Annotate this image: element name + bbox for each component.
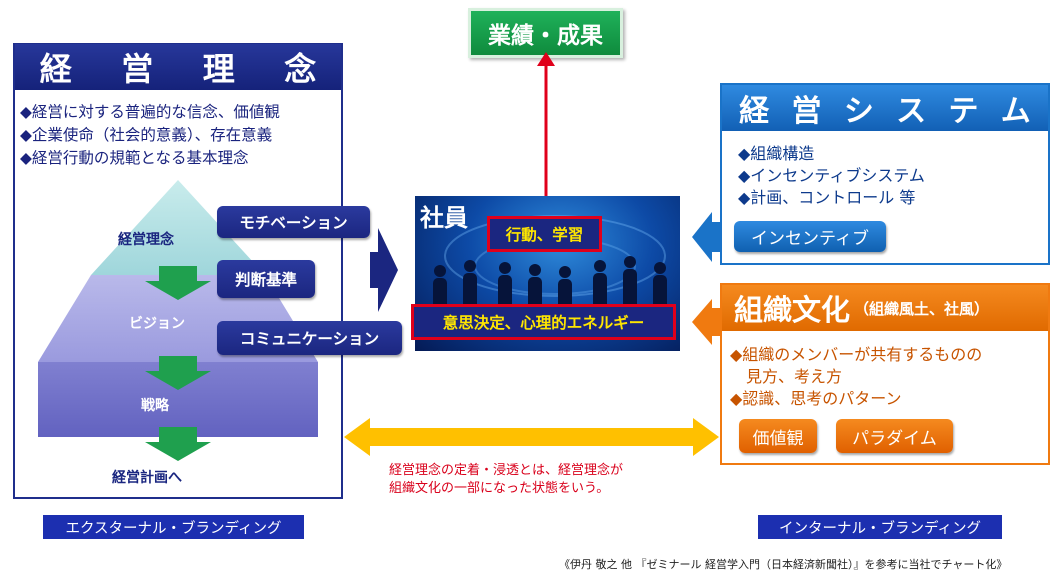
down-arrow-icon [145, 427, 211, 461]
decision-energy-box: 意思決定、心理的エネルギー [411, 304, 676, 340]
values-pill: 価値観 [739, 419, 817, 453]
title-char: ム [1000, 94, 1031, 129]
pyramid-level-strategy: 戦略 [141, 398, 169, 414]
external-branding-label: エクスターナル・ブランディング [43, 515, 304, 539]
pyramid-top [91, 180, 265, 275]
culture-bullet: ◆認識、思考のパターン [730, 389, 902, 408]
pyramid-level-philosophy: 経営理念 [118, 232, 174, 248]
note-line: 組織文化の一部になった状態をいう。 [389, 481, 610, 496]
culture-bullet: ◆組織のメンバーが共有するものの [730, 345, 983, 364]
note-line: 経営理念の定着・浸透とは、経営理念が [389, 463, 624, 478]
title-char: テ [948, 94, 979, 129]
results-box: 業績・成果 [468, 8, 623, 58]
paradigm-pill: パラダイム [836, 419, 953, 453]
action-learning-box: 行動、学習 [487, 216, 602, 252]
culture-title: 組織文化 （組織風土、社風） [722, 285, 1048, 331]
system-bullet: ◆組織構造 [738, 144, 815, 163]
philosophy-bullet: ◆経営行動の規範となる基本理念 [20, 149, 249, 167]
title-char: 理 [202, 50, 235, 88]
philosophy-bullet: ◆経営に対する普遍的な信念、価値観 [20, 103, 280, 121]
philosophy-bullets: ◆経営に対する普遍的な信念、価値観 ◆企業使命（社会的意義）、存在意義 ◆経営行… [20, 101, 280, 170]
source-citation: 《伊丹 敬之 他 『ゼミナール 経営学入門（日本経済新聞社）』を参考に当社でチャ… [559, 558, 1008, 571]
blue-arrow-shaft [706, 222, 720, 252]
employee-title: 社員 [420, 204, 468, 232]
judgment-criteria-pill: 判断基準 [217, 260, 315, 298]
pyramid-bottom-label: 経営計画へ [112, 470, 182, 486]
culture-title-sub: （組織風土、社風） [854, 299, 990, 318]
culture-bullet: 見方、考え方 [730, 367, 843, 386]
title-char: ス [896, 94, 927, 129]
philosophy-bullet: ◆企業使命（社会的意義）、存在意義 [20, 126, 273, 144]
orange-left-arrow-icon [692, 299, 712, 345]
title-char: 経 [39, 50, 72, 88]
internal-branding-label: インターナル・ブランディング [758, 515, 1002, 539]
communication-pill: コミュニケーション [217, 321, 402, 355]
blue-left-arrow-icon [692, 212, 712, 262]
culture-bullets: ◆組織のメンバーが共有するものの 見方、考え方 ◆認識、思考のパターン [730, 344, 982, 410]
down-arrow-icon [145, 356, 211, 390]
title-char: 営 [121, 50, 154, 88]
culture-title-main: 組織文化 [734, 293, 851, 327]
philosophy-title: 経 営 理 念 [15, 44, 341, 90]
pyramid-level-vision: ビジョン [129, 316, 185, 332]
gold-double-arrow-icon [344, 418, 719, 456]
title-char: 念 [284, 50, 317, 88]
system-bullet: ◆インセンティブシステム [738, 166, 925, 185]
management-system-bullets: ◆組織構造 ◆インセンティブシステム ◆計画、コントロール 等 [738, 143, 925, 209]
definition-note: 経営理念の定着・浸透とは、経営理念が 組織文化の一部になった状態をいう。 [389, 462, 623, 498]
system-bullet: ◆計画、コントロール 等 [738, 188, 916, 207]
down-arrow-icons [145, 266, 211, 461]
navy-right-arrow-icon [370, 228, 398, 312]
results-label: 業績・成果 [488, 23, 603, 49]
pyramid-bottom [38, 362, 318, 437]
title-char: 営 [791, 94, 822, 129]
down-arrow-icon [145, 266, 211, 300]
motivation-pill: モチベーション [217, 206, 370, 238]
title-char: 経 [739, 94, 770, 129]
management-system-title: 経 営 シ ス テ ム [722, 85, 1048, 131]
title-char: シ [843, 94, 874, 129]
incentive-pill: インセンティブ [734, 221, 886, 252]
orange-arrow-shaft [706, 308, 720, 336]
